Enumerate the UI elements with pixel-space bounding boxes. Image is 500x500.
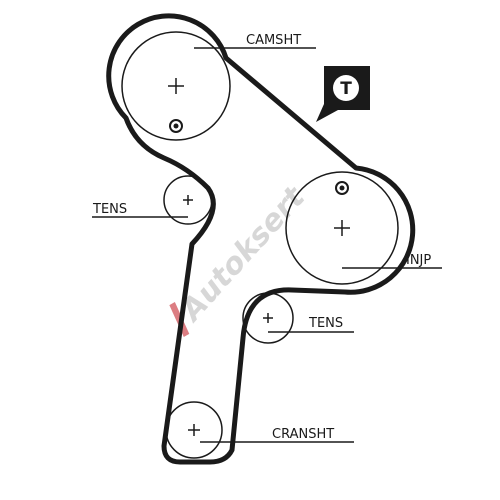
camshaft-label: CAMSHT [246, 33, 301, 48]
timing-belt [106, 13, 416, 465]
injection-pump-center-mark-icon [334, 220, 350, 236]
camshaft-center-mark-icon [168, 78, 184, 94]
crankshaft-center-mark-icon [188, 424, 200, 436]
camshaft-pulley [121, 31, 231, 141]
camshaft-timing-mark-icon [169, 119, 183, 133]
injection-pump-timing-mark-icon [335, 181, 349, 195]
injection-pump-label: INJP [406, 253, 431, 268]
crankshaft-label: CRANSHT [272, 427, 334, 442]
tool-badge: T [316, 66, 370, 122]
injection-pump-pulley [285, 171, 399, 285]
lower-tensioner-label: TENS [308, 316, 343, 331]
upper-tensioner-center-mark-icon [183, 195, 193, 205]
tool-badge-circle [333, 75, 359, 101]
lower-tensioner-center-mark-icon [263, 313, 273, 323]
upper-tensioner-label: TENS [92, 202, 127, 217]
tool-badge-letter: T [340, 79, 352, 99]
